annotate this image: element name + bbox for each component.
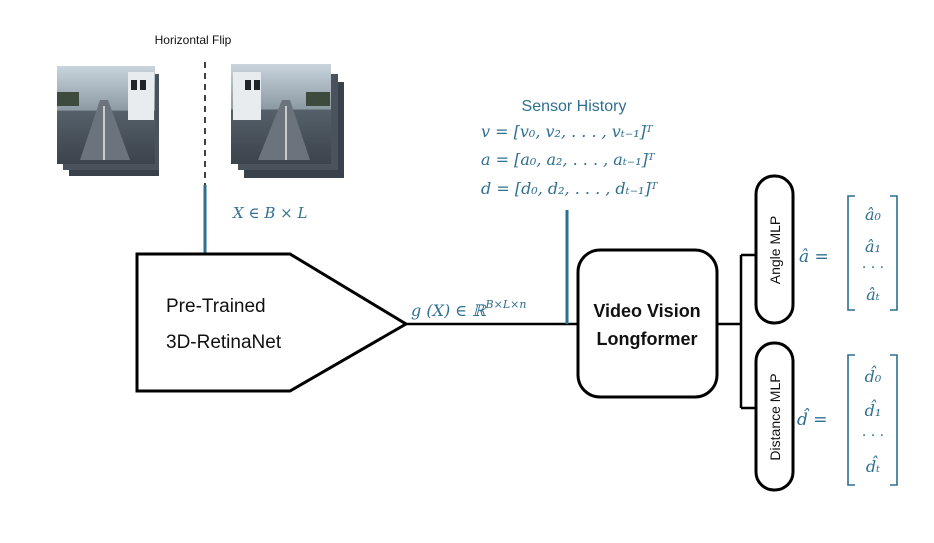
feature-label: g (X) ∈ ℝB×L×n (411, 298, 526, 320)
input-frames-original (57, 66, 159, 176)
transformer-line1: Video Vision (593, 301, 700, 321)
distance-output-vector: d̂₀ d̂₁ · · · d̂ₜ (847, 354, 898, 486)
encoder-block (135, 252, 409, 393)
transformer-line2: Longformer (597, 329, 698, 349)
sensor-history-distance: d = [d₀, d₂, . . . , dₜ₋₁]ᵀ (481, 179, 659, 198)
angle-vector-item: âₜ (866, 285, 880, 304)
distance-vector-item: d̂ₜ (866, 456, 880, 476)
distance-vector-item: d̂₁ (865, 400, 882, 420)
distance-vector-item: d̂₀ (865, 366, 882, 386)
distance-vector-ellipsis: · · · (862, 428, 884, 444)
road-scene-image (57, 72, 154, 160)
encoder-line1: Pre-Trained (166, 296, 266, 317)
angle-mlp-block (754, 174, 795, 325)
flip-title: Horizontal Flip (155, 33, 232, 47)
angle-vector-ellipsis: · · · (862, 260, 884, 276)
transformer-block (576, 248, 719, 399)
sensor-history-velocity: v = [v₀, v₂, . . . , vₜ₋₁]ᵀ (481, 122, 654, 141)
head-branch-connector (717, 253, 756, 410)
angle-output-label: â = (799, 247, 829, 267)
distance-mlp-label: Distance MLP (767, 373, 783, 460)
sensor-history-angle: a = [a₀, a₂, . . . , aₜ₋₁]ᵀ (481, 150, 656, 169)
distance-mlp-block (754, 341, 795, 492)
input-tensor-label: X ∈ B × L (232, 204, 307, 222)
encoder-line2: 3D-RetinaNet (166, 332, 282, 353)
input-frames-flipped (231, 64, 344, 178)
distance-output-label: d̂ = (797, 408, 828, 430)
angle-vector-item: â₁ (865, 237, 881, 256)
sensor-history-title: Sensor History (522, 98, 627, 115)
angle-vector-item: â₀ (865, 205, 882, 224)
road-scene-image-flipped (233, 72, 330, 160)
angle-output-vector: â₀ â₁ · · · âₜ (847, 195, 898, 311)
angle-mlp-label: Angle MLP (767, 216, 783, 284)
